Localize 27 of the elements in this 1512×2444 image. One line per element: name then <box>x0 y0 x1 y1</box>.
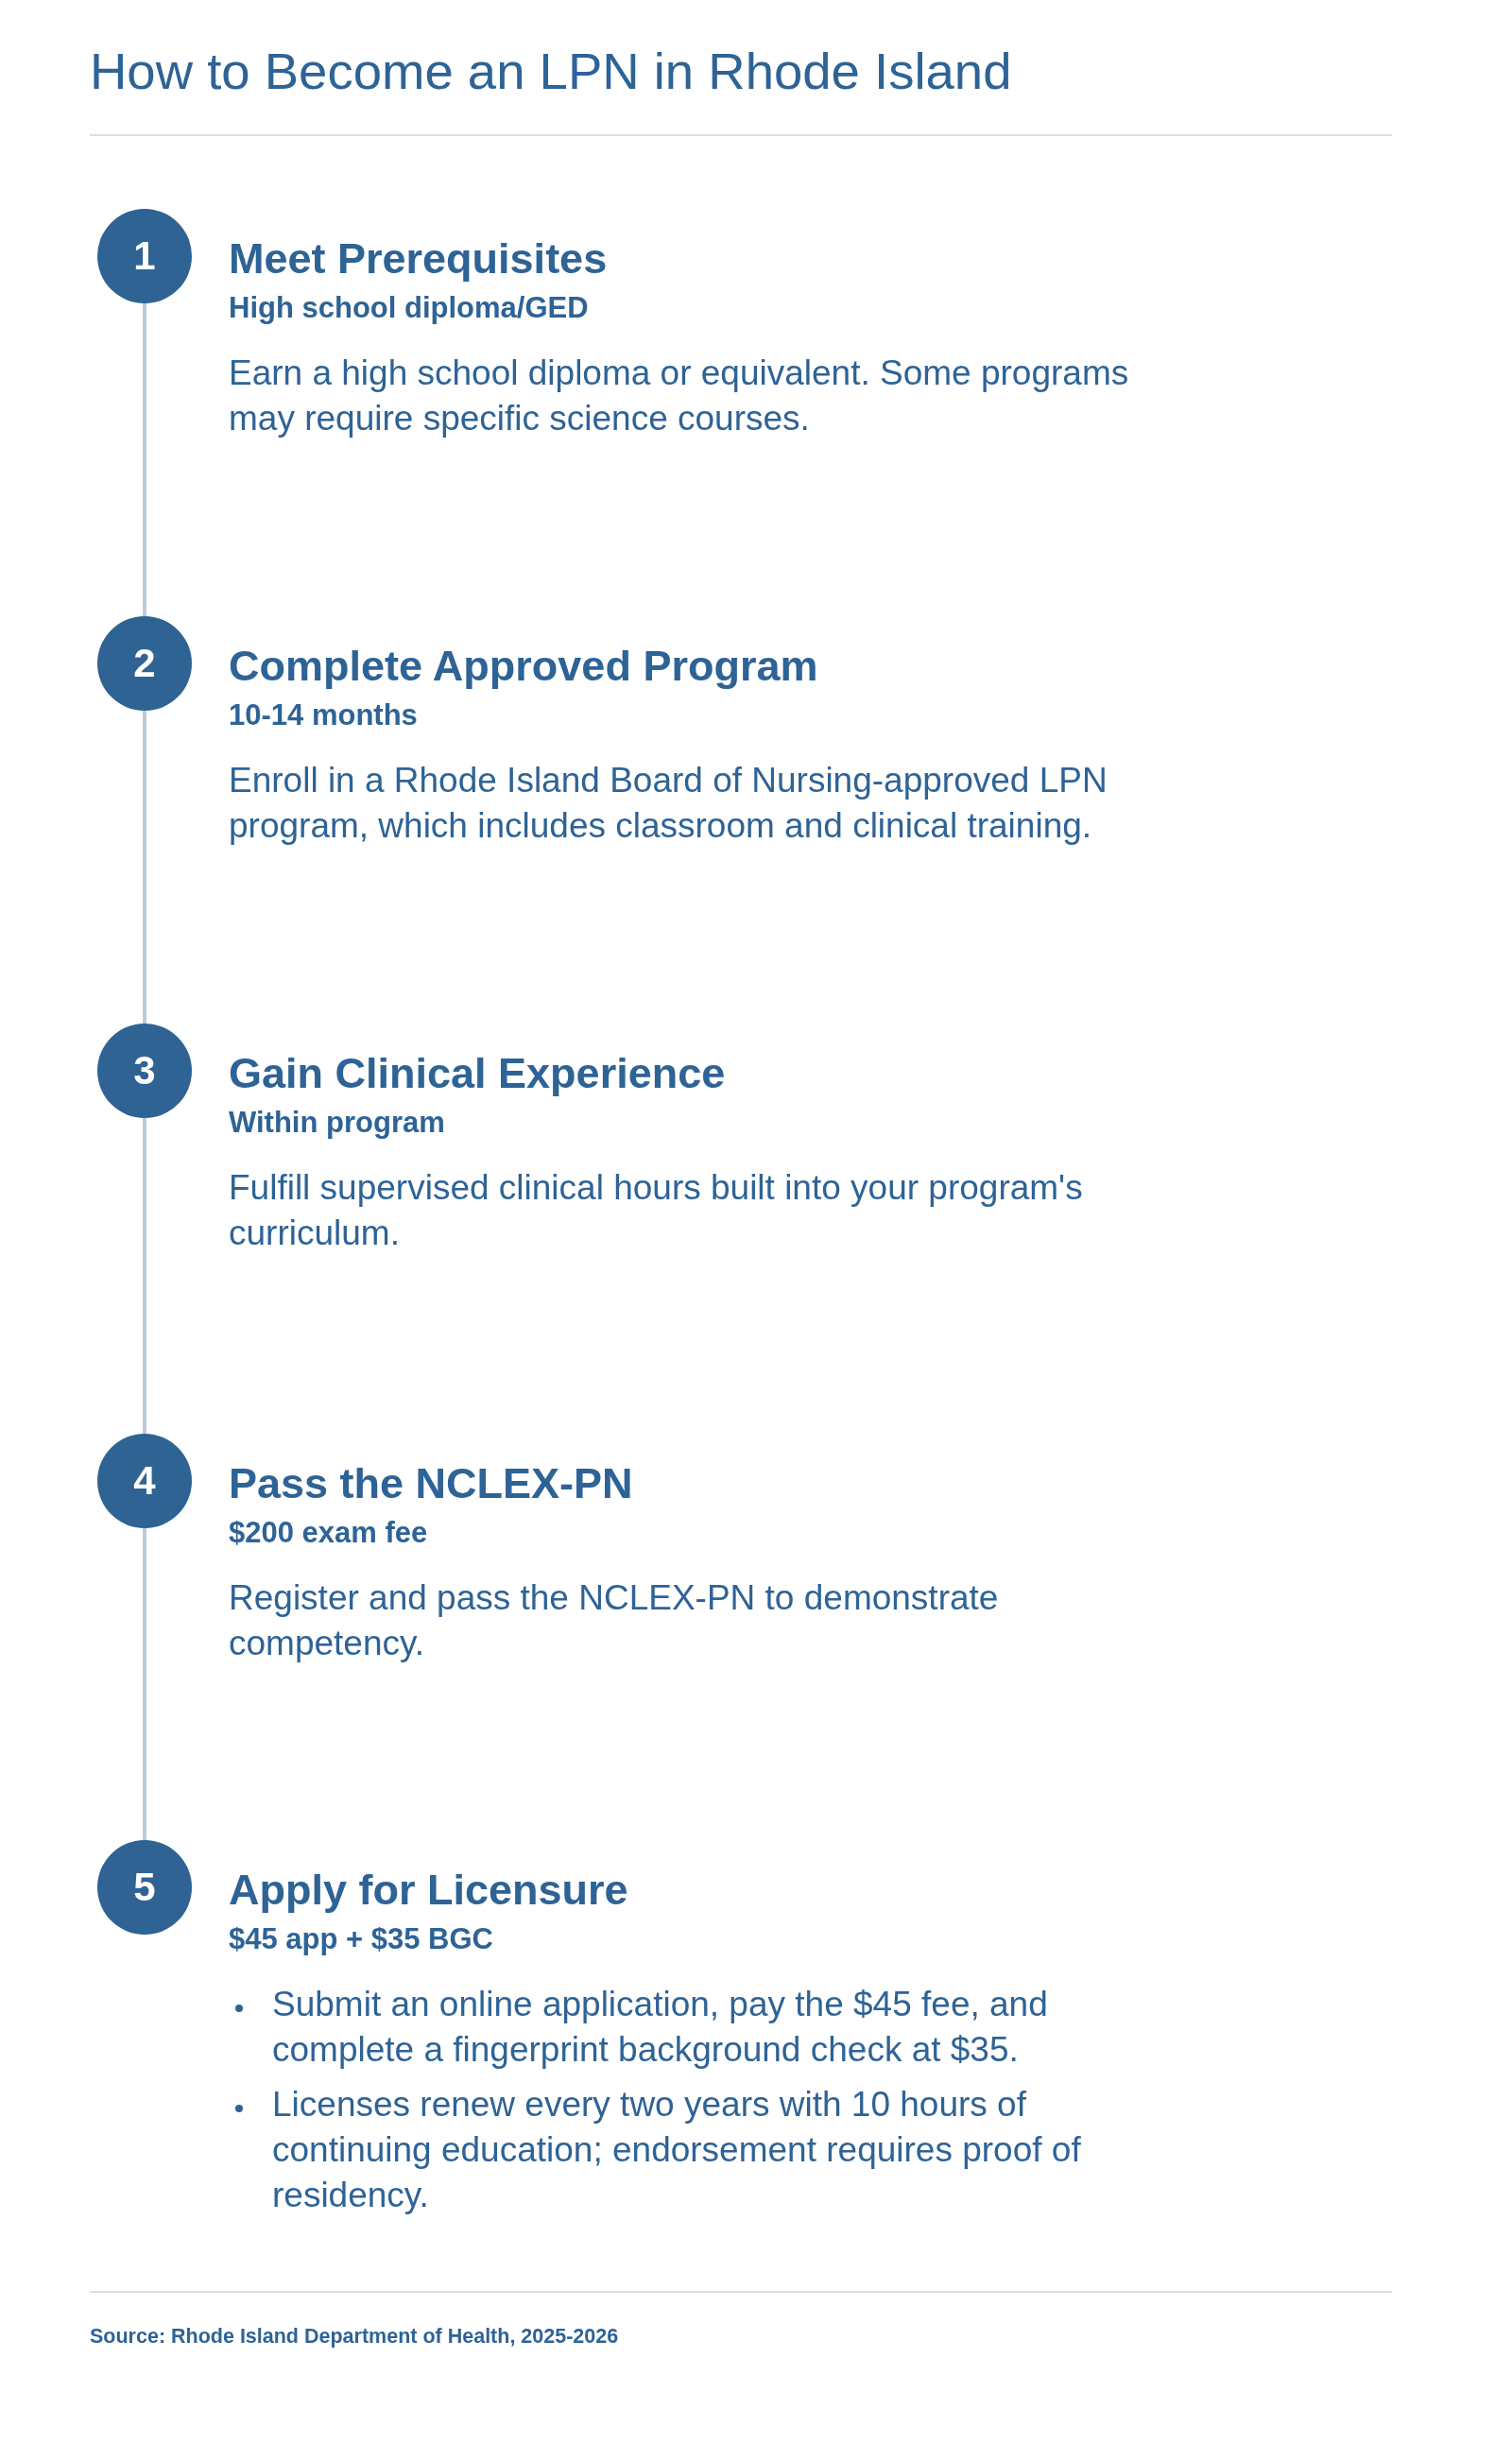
bullet-text: Licenses renew every two years with 10 hours of continuing education; endorsement requires proof of residency. <box>272 2084 1082 2216</box>
connector-line <box>143 303 146 616</box>
step-subtitle: Within program <box>229 1106 446 1140</box>
source-note: Source: Rhode Island Department of Health, 2025-2026 <box>90 2324 619 2349</box>
step-subtitle: $200 exam fee <box>229 1516 429 1550</box>
step-number-circle: 5 <box>97 1840 192 1935</box>
step-number-circle: 2 <box>97 616 192 711</box>
step-title: Apply for Licensure <box>229 1866 629 1915</box>
step-description: Fulfill supervised clinical hours built into your program's curriculum. <box>229 1167 1084 1254</box>
step-title: Gain Clinical Experience <box>229 1049 727 1098</box>
step-title: Meet Prerequisites <box>229 234 609 284</box>
step-subtitle: High school diploma/GED <box>229 291 590 325</box>
step-title: Pass the NCLEX-PN <box>229 1459 634 1508</box>
connector-line <box>143 1528 146 1840</box>
step-description: Register and pass the NCLEX-PN to demonstrate competency. <box>229 1577 1000 1664</box>
step-number-circle: 3 <box>97 1024 192 1118</box>
connector-line <box>143 711 146 1024</box>
step-description: Enroll in a Rhode Island Board of Nursing-approved LPN program, which includes classroom and clinical training. <box>229 760 1108 847</box>
step-subtitle: 10-14 months <box>229 698 419 732</box>
bullet-text: Submit an online application, pay the $45 fee, and complete a fingerprint background check at $35. <box>272 1984 1049 2071</box>
page-title: How to Become an LPN in Rhode Island <box>90 43 1012 101</box>
step-description: Earn a high school diploma or equivalent. Some programs may require specific science courses. <box>229 353 1130 439</box>
step-subtitle: $45 app + $35 BGC <box>229 1922 494 1956</box>
step-number-circle: 4 <box>97 1434 192 1528</box>
step-number-circle: 1 <box>97 209 192 303</box>
connector-line <box>143 1118 146 1434</box>
step-title: Complete Approved Program <box>229 642 819 691</box>
